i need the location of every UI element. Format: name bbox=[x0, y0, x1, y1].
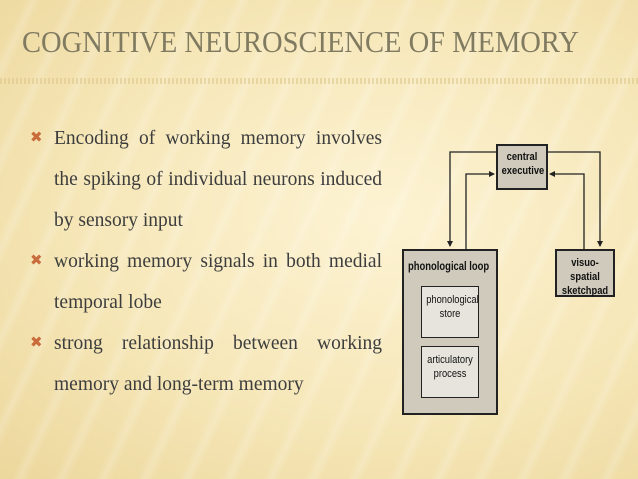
connector-central-to-visuo-outer bbox=[548, 151, 603, 247]
visuo-spatial-line1: visuo-spatial bbox=[570, 257, 600, 283]
phonological-store-line1: phonological bbox=[426, 294, 479, 306]
phonological-loop-box: phonological loop bbox=[402, 249, 498, 415]
articulatory-process-box: articulatory process bbox=[421, 346, 479, 398]
phonological-store-box: phonological store bbox=[421, 286, 479, 338]
bullet-item: ✖ Encoding of working memory involves th… bbox=[30, 118, 382, 241]
x-mark-bullet-icon: ✖ bbox=[30, 128, 43, 146]
bullet-item: ✖ strong relationship between working me… bbox=[30, 323, 382, 405]
diagram-connectors bbox=[410, 151, 603, 373]
working-memory-diagram: central executive visuo-spatial sketchpa… bbox=[398, 138, 620, 418]
central-executive-box: central executive bbox=[496, 144, 548, 190]
bullet-text: working memory signals in both medial te… bbox=[54, 251, 382, 313]
connector-central-to-phonological-outer bbox=[447, 151, 496, 247]
connector-visuo-to-central-inner bbox=[549, 171, 585, 249]
visuo-spatial-line2: sketchpad bbox=[561, 285, 609, 297]
title-divider bbox=[0, 78, 638, 84]
bullet-list: ✖ Encoding of working memory involves th… bbox=[30, 118, 382, 405]
visuo-spatial-sketchpad-box: visuo-spatial sketchpad bbox=[555, 249, 615, 297]
bullet-item: ✖ working memory signals in both medial … bbox=[30, 241, 382, 323]
central-executive-line1: central bbox=[506, 151, 538, 163]
articulatory-process-line1: articulatory bbox=[427, 354, 473, 366]
articulatory-process-line2: process bbox=[433, 368, 467, 380]
bullet-text: strong relationship between working memo… bbox=[54, 333, 382, 395]
central-executive-line2: executive bbox=[501, 165, 545, 177]
phonological-store-line2: store bbox=[439, 308, 461, 320]
connector-phonological-to-central-inner bbox=[465, 171, 495, 249]
bullet-text: Encoding of working memory involves the … bbox=[54, 128, 382, 231]
x-mark-bullet-icon: ✖ bbox=[30, 333, 43, 351]
slide-title: COGNITIVE NEUROSCIENCE OF MEMORY bbox=[22, 24, 579, 59]
x-mark-bullet-icon: ✖ bbox=[30, 251, 43, 269]
phonological-loop-label: phonological loop bbox=[408, 261, 490, 273]
